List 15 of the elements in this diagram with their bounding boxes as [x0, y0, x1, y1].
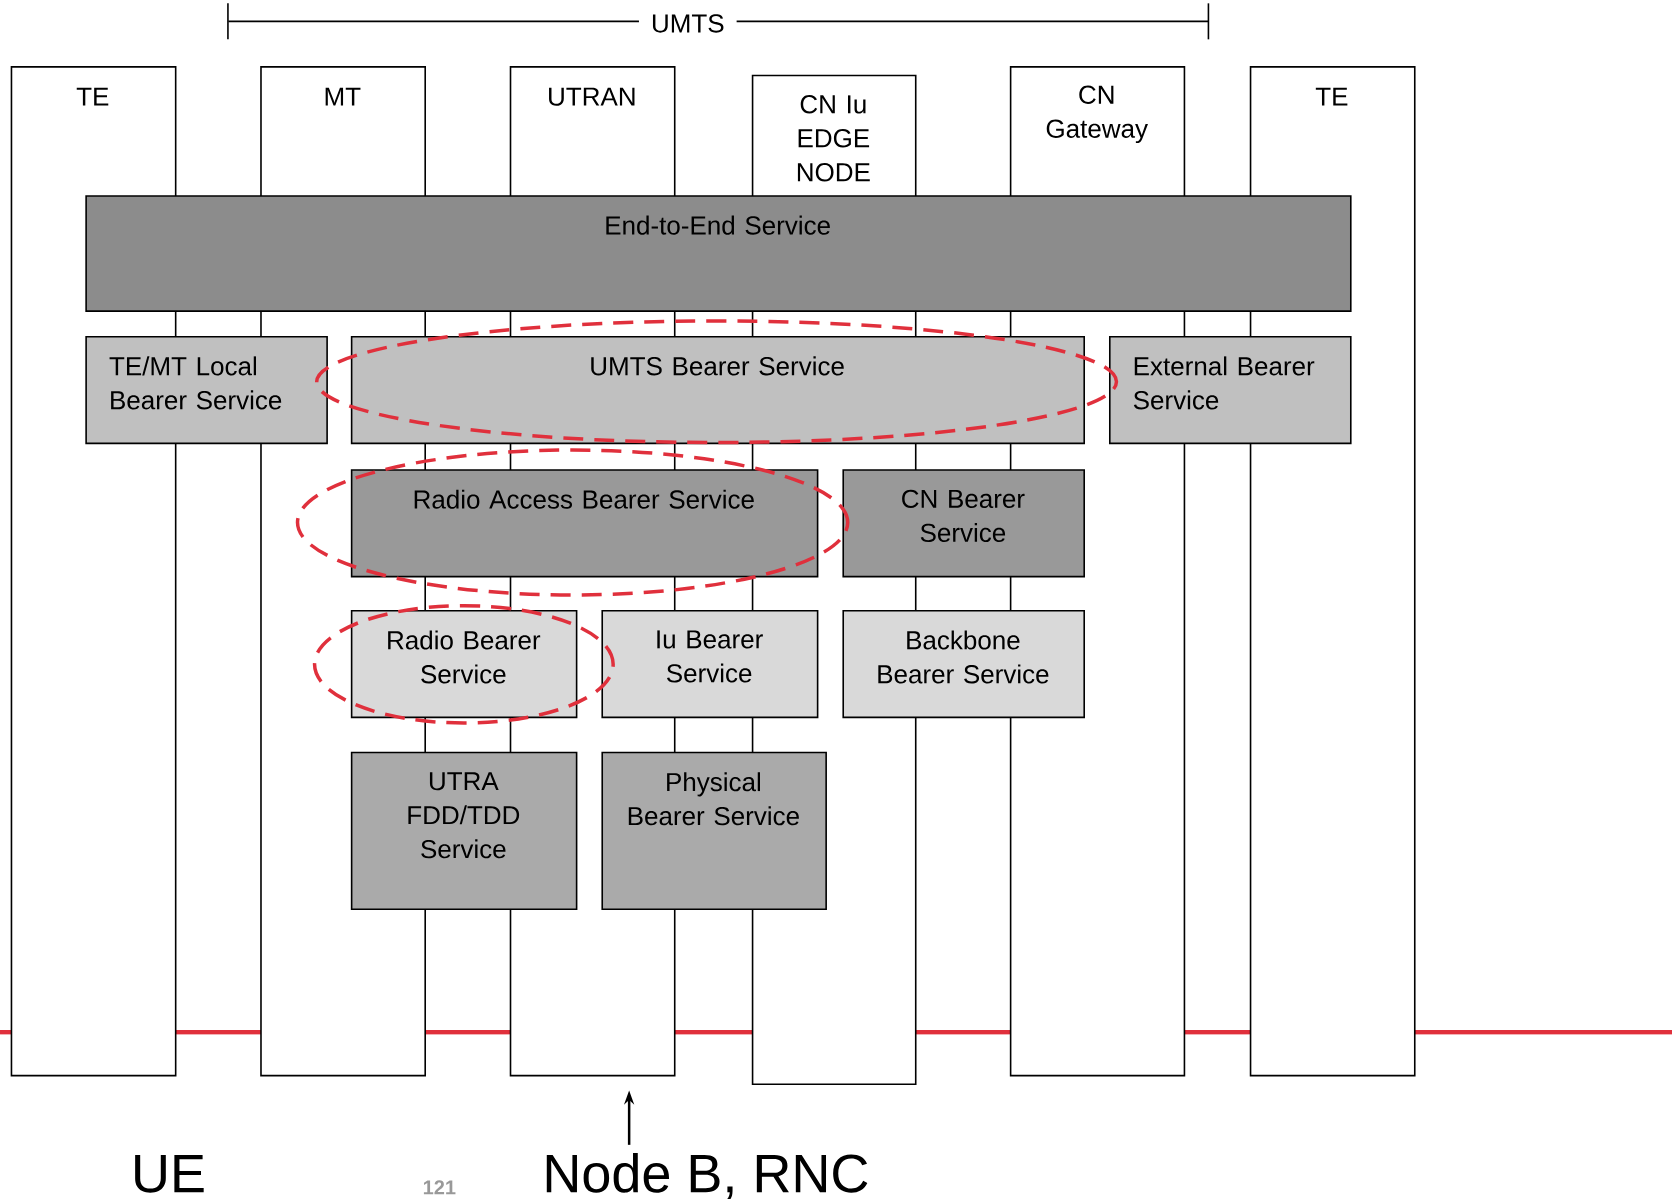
service-box: End-to-End Service: [85, 195, 1352, 312]
dimension-label: UMTS: [638, 12, 737, 35]
location-label: Node B, RNC: [546, 1153, 868, 1200]
service-box: Physical Bearer Service: [601, 751, 827, 911]
service-box: Radio Access Bearer Service: [350, 469, 819, 578]
page-number: 121: [423, 1180, 456, 1195]
service-box: CN Bearer Service: [842, 469, 1085, 578]
service-box: UTRA FDD/TDD Service: [350, 751, 578, 911]
service-box: Backbone Bearer Service: [842, 609, 1085, 719]
service-box: Radio Bearer Service: [350, 609, 578, 719]
location-label: UE: [135, 1155, 204, 1193]
service-box: UMTS Bearer Service: [350, 335, 1085, 445]
service-box: External Bearer Service: [1109, 335, 1352, 445]
service-box: TE/MT Local Bearer Service: [85, 335, 328, 445]
service-box: Iu Bearer Service: [601, 609, 819, 719]
